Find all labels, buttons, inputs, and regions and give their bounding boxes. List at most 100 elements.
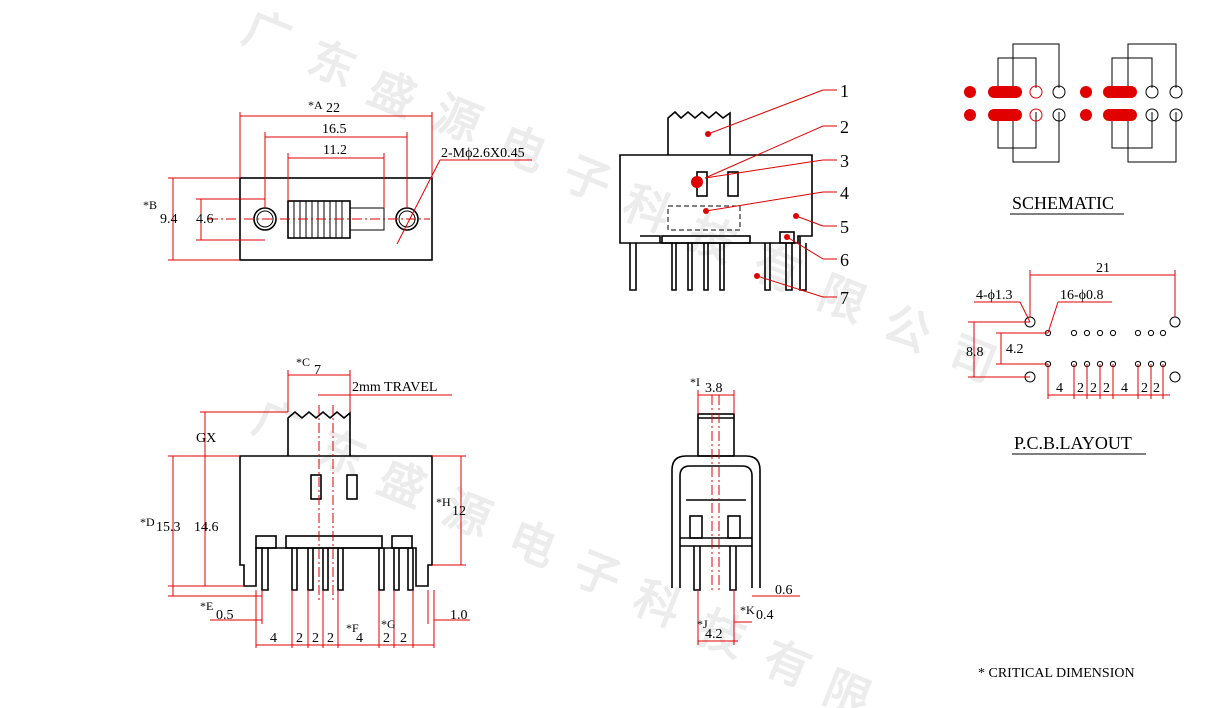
- pcb-title: P.C.B.LAYOUT: [1014, 433, 1132, 453]
- wm-char: 限: [816, 660, 879, 708]
- dim-e-value: 0.5: [216, 608, 234, 623]
- pitch-value: 2: [296, 631, 303, 646]
- end-frame-inner: [679, 465, 753, 588]
- front-detent-left: [310, 474, 322, 500]
- callout-7: 7: [840, 288, 849, 308]
- pitch-value: 4: [270, 631, 277, 646]
- end-knob: [697, 413, 735, 457]
- callout-5: 5: [840, 217, 849, 237]
- front-dimensions: [168, 370, 470, 648]
- dim-k-label: *K: [740, 603, 755, 617]
- side-pins: [629, 236, 807, 291]
- wm-char: 盛: [361, 60, 424, 127]
- pcb-dimensions: [968, 270, 1176, 399]
- side-view: 1 2 3 4 5 6 7: [619, 81, 849, 308]
- pcb-pitch: 2: [1090, 381, 1097, 396]
- pcb-dim-4-2: 4.2: [1006, 342, 1024, 357]
- pcb-pitch: 2: [1153, 381, 1160, 396]
- pitch-value: 2: [400, 631, 407, 646]
- pcb-pitch: 4: [1121, 381, 1128, 396]
- wm-char: 科: [616, 175, 679, 242]
- end-view: *I 3.8 0.6 *J 4.2 *K 0.4: [671, 375, 800, 645]
- callout-1: 1: [840, 81, 849, 101]
- dim-j-label: *J: [697, 617, 708, 631]
- dim-j-value: 4.2: [705, 627, 723, 642]
- dim-g-label: *G: [381, 617, 396, 631]
- watermark: 广 东 盛 源 电 子 科 技 有 限 公 司 广 东 盛 源 电 子 科 技 …: [236, 0, 1004, 708]
- dim-d-label: *D: [140, 515, 155, 529]
- wm-char: 子: [556, 145, 619, 212]
- side-knob: [667, 110, 731, 155]
- pitch-value: 2: [383, 631, 390, 646]
- dim-a-value: 22: [326, 101, 340, 116]
- callout-4: 4: [840, 183, 849, 203]
- wm-char: 电: [501, 510, 564, 577]
- dim-c-value: 7: [314, 363, 321, 378]
- pcb-dim-21: 21: [1096, 261, 1110, 276]
- end-pins: [693, 546, 737, 591]
- pcb-pitch: 2: [1141, 381, 1148, 396]
- dim-h-label: *H: [436, 495, 451, 509]
- dim-i-label: *I: [690, 375, 700, 389]
- dim-0-6: 0.6: [775, 583, 793, 598]
- pcb-holes-big: 4-ϕ1.3: [976, 288, 1013, 303]
- pcb-pitch: 2: [1103, 381, 1110, 396]
- wm-char: 广: [246, 390, 309, 457]
- dim-b-label: *B: [143, 198, 157, 212]
- callout-6: 6: [840, 250, 849, 270]
- schematic-wires: [997, 43, 1177, 163]
- pitch-value: 2: [312, 631, 319, 646]
- dim-16-5: 16.5: [322, 122, 347, 137]
- dim-14-6: 14.6: [194, 520, 219, 535]
- dim-4-6: 4.6: [196, 212, 214, 227]
- pcb-dim-8-8: 8.8: [966, 345, 984, 360]
- pcb-pitch: 2: [1077, 381, 1084, 396]
- wm-char: 广: [236, 0, 299, 67]
- dim-a-label: *A: [308, 98, 323, 112]
- callout-2: 2: [840, 117, 849, 137]
- dim-11-2: 11.2: [323, 143, 347, 158]
- end-frame-outer: [671, 455, 761, 588]
- dim-i-value: 3.8: [705, 381, 723, 396]
- wm-char: 公: [876, 295, 939, 362]
- wm-char: 盛: [371, 450, 434, 517]
- top-dimensions: [168, 112, 532, 261]
- pcb-pitch: 4: [1056, 381, 1063, 396]
- end-dimensions: [697, 390, 800, 645]
- top-view: *A 22 16.5 11.2 2-Mϕ2.6X0.45 *B 9.4 4.6: [143, 98, 532, 261]
- pcb-layout: 21 4-ϕ1.3 16-ϕ0.8 8.8 4.2 4 2 2 2 4 2 2 …: [966, 261, 1181, 455]
- wm-char: 技: [681, 205, 744, 272]
- front-view: *C 7 2mm TRAVEL GX *D 15.3 14.6 *H 12 *E…: [140, 355, 470, 648]
- callout-lines: [691, 89, 837, 298]
- wm-char: 子: [566, 540, 629, 607]
- schematic: SCHEMATIC: [964, 43, 1183, 215]
- front-detent-right: [346, 474, 358, 500]
- side-base: [661, 235, 751, 244]
- wm-char: 东: [301, 30, 364, 97]
- contact-hidden: [667, 205, 741, 231]
- critical-dimension-note: * CRITICAL DIMENSION: [978, 666, 1135, 681]
- detent-right: [727, 171, 739, 197]
- dim-b-value: 9.4: [160, 212, 178, 227]
- side-body: [619, 154, 813, 244]
- pitch-value: 2: [327, 631, 334, 646]
- travel-note: 2mm TRAVEL: [352, 380, 437, 395]
- dim-h-value: 12: [452, 504, 466, 519]
- front-pins: [261, 548, 414, 591]
- schematic-title: SCHEMATIC: [1012, 193, 1114, 213]
- pitch-value: 4: [356, 631, 363, 646]
- wm-char: 有: [756, 630, 819, 697]
- dim-d-value: 15.3: [156, 520, 181, 535]
- gx-label: GX: [196, 431, 216, 446]
- dim-1-0: 1.0: [450, 608, 468, 623]
- callout-3: 3: [840, 151, 849, 171]
- dim-c-label: *C: [296, 355, 310, 369]
- wm-char: 源: [426, 85, 489, 152]
- thread-spec: 2-Mϕ2.6X0.45: [441, 146, 525, 161]
- pcb-holes-small: 16-ϕ0.8: [1060, 288, 1104, 303]
- dim-e-label: *E: [200, 599, 213, 613]
- wm-char: 源: [436, 480, 499, 547]
- schematic-contacts: [964, 85, 1183, 122]
- dim-k-value: 0.4: [756, 608, 774, 623]
